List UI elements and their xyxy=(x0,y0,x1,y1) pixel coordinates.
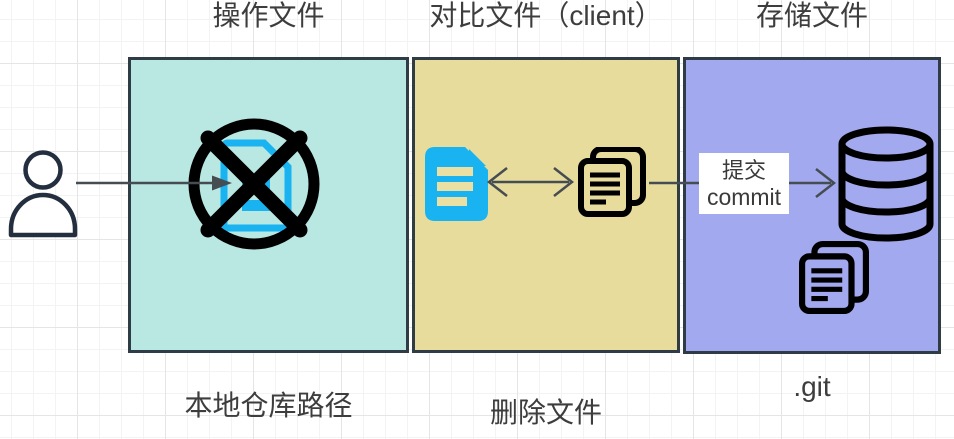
commit-label-en: commit xyxy=(706,184,782,210)
label-operate-files: 操作文件 xyxy=(212,0,325,31)
circle-cross-document-icon xyxy=(188,118,320,250)
label-compare-files: 对比文件（client） xyxy=(429,0,663,31)
database-icon xyxy=(838,126,934,242)
label-delete-files: 删除文件 xyxy=(489,397,602,428)
label-store-files: 存储文件 xyxy=(755,0,868,31)
copy-files-icon xyxy=(799,240,869,315)
label-local-repo-path: 本地仓库路径 xyxy=(184,390,353,421)
copy-files-icon xyxy=(578,147,646,217)
commit-label-zh: 提交 xyxy=(721,158,766,183)
label-git-dir: .git xyxy=(793,371,831,402)
user-icon xyxy=(8,150,78,238)
commit-edge-label: 提交 commit xyxy=(699,153,789,214)
blue-document-icon xyxy=(425,147,488,221)
